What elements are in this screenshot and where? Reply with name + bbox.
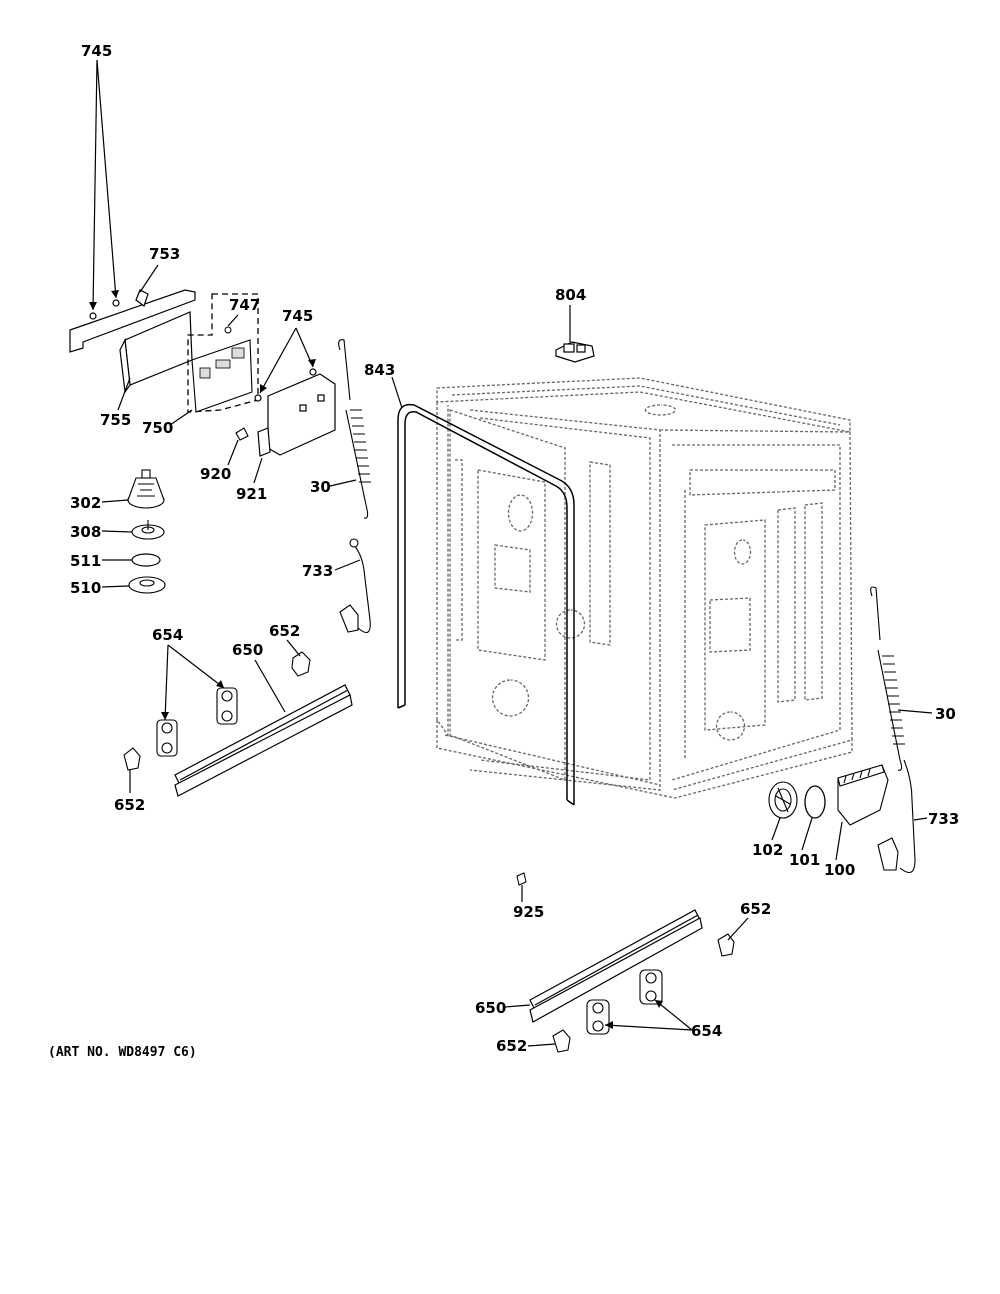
callout-652: 652 xyxy=(496,1037,528,1055)
part-804 xyxy=(555,341,595,363)
callout-747: 747 xyxy=(229,296,261,314)
callout-650: 650 xyxy=(232,641,264,659)
part-925 xyxy=(516,872,527,886)
spring-right xyxy=(870,586,905,771)
bracket-assembly xyxy=(69,289,196,394)
callout-925: 925 xyxy=(513,903,545,921)
callout-733: 733 xyxy=(928,810,960,828)
callout-511: 511 xyxy=(70,552,102,570)
tub-outline xyxy=(436,377,853,799)
callout-745: 745 xyxy=(282,307,314,325)
part-302 xyxy=(127,469,165,509)
callout-804: 804 xyxy=(555,286,587,304)
part-920 xyxy=(235,427,249,441)
callout-30: 30 xyxy=(310,478,331,496)
art-number: (ART NO. WD8497 C6) xyxy=(48,1045,197,1060)
callout-745: 745 xyxy=(81,42,113,60)
cable-right xyxy=(877,759,916,874)
door-gasket xyxy=(397,403,575,806)
callout-102: 102 xyxy=(752,841,784,859)
callout-753: 753 xyxy=(149,245,181,263)
callout-755: 755 xyxy=(100,411,132,429)
callout-650: 650 xyxy=(475,999,507,1017)
callout-652: 652 xyxy=(114,796,146,814)
callout-921: 921 xyxy=(236,485,268,503)
cover-921 xyxy=(254,368,336,457)
cable-left xyxy=(339,538,371,634)
part-100 xyxy=(837,764,889,826)
part-511 xyxy=(131,553,161,567)
rollers-right xyxy=(586,969,663,1035)
callout-510: 510 xyxy=(70,579,102,597)
callout-101: 101 xyxy=(789,851,821,869)
callout-30: 30 xyxy=(935,705,956,723)
part-101 xyxy=(804,785,826,819)
callout-733: 733 xyxy=(302,562,334,580)
rollers-left xyxy=(156,687,238,757)
clips-left xyxy=(123,651,311,771)
callout-308: 308 xyxy=(70,523,102,541)
clips-right xyxy=(552,933,735,1053)
callout-920: 920 xyxy=(200,465,232,483)
callout-652: 652 xyxy=(740,900,772,918)
leader-arrowheads xyxy=(89,290,663,1029)
part-102 xyxy=(768,781,798,819)
callout-652: 652 xyxy=(269,622,301,640)
callout-302: 302 xyxy=(70,494,102,512)
part-510 xyxy=(128,576,166,594)
leader-lines xyxy=(92,59,933,1047)
rail-left xyxy=(174,684,353,797)
part-308 xyxy=(131,520,165,540)
control-board-750 xyxy=(187,293,259,413)
callout-654: 654 xyxy=(691,1022,723,1040)
spring-left xyxy=(338,339,371,519)
callout-843: 843 xyxy=(364,361,396,379)
callout-654: 654 xyxy=(152,626,184,644)
callout-750: 750 xyxy=(142,419,174,437)
rail-right xyxy=(529,909,703,1023)
callout-100: 100 xyxy=(824,861,856,879)
